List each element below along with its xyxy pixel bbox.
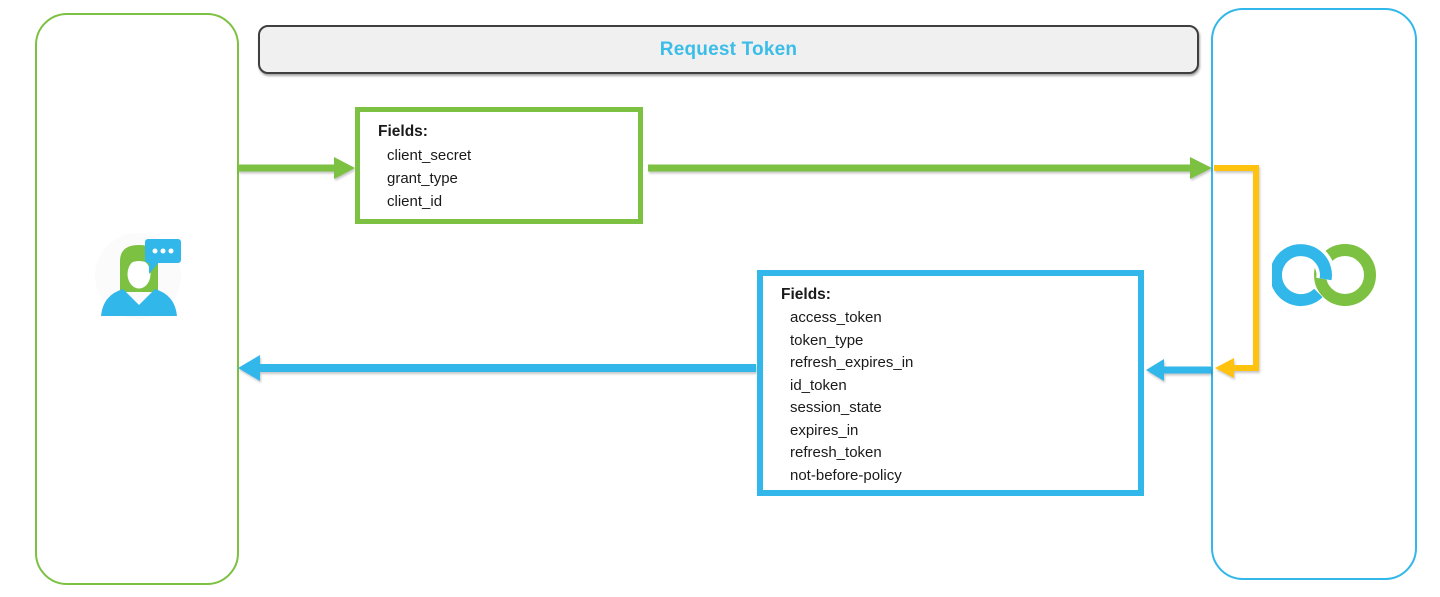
field-item: client_secret bbox=[387, 147, 472, 164]
request-arrowhead-2 bbox=[1190, 157, 1212, 179]
field-item: grant_type bbox=[387, 170, 458, 187]
response-arrowhead-2 bbox=[238, 355, 260, 381]
speech-dot-1 bbox=[152, 248, 158, 254]
diagram-title: Request Token bbox=[659, 38, 798, 60]
user-with-speech-bubble-icon bbox=[95, 233, 181, 319]
speech-dot-2 bbox=[160, 248, 166, 254]
request-fields-heading: Fields: bbox=[378, 123, 428, 140]
title-banner: Request Token bbox=[258, 25, 1199, 74]
speech-bubble-tail bbox=[149, 261, 160, 274]
request-fields-list: client_secret grant_type client_id bbox=[378, 144, 632, 213]
speech-dot-3 bbox=[168, 248, 174, 254]
request-arrowhead-1 bbox=[334, 157, 355, 179]
processing-loop-arrowhead bbox=[1215, 358, 1234, 378]
field-item: client_id bbox=[387, 193, 443, 210]
field-item: expires_in bbox=[790, 421, 859, 439]
blue-ring bbox=[1272, 244, 1332, 307]
response-fields-heading: Fields: bbox=[781, 286, 831, 303]
response-fields-box: Fields: access_token token_type refresh_ex… bbox=[757, 270, 1144, 496]
field-item: session_state bbox=[790, 399, 882, 416]
field-item: token_type bbox=[790, 331, 864, 349]
field-item: refresh_token bbox=[790, 444, 882, 461]
field-item: not-before-policy bbox=[790, 466, 902, 484]
interlocked-rings-icon bbox=[1272, 240, 1376, 310]
field-item: id_token bbox=[790, 376, 847, 394]
shoulders-shape bbox=[101, 289, 177, 316]
response-arrowhead-1 bbox=[1146, 359, 1164, 381]
processing-loop-line bbox=[1214, 165, 1259, 371]
response-fields-list: access_token token_type refresh_expires_in… bbox=[781, 307, 1132, 487]
face-shape bbox=[127, 259, 151, 289]
field-item: refresh_expires_in bbox=[790, 354, 914, 371]
field-item: access_token bbox=[790, 309, 882, 326]
request-fields-box: Fields: client_secret grant_type client_id bbox=[355, 107, 643, 224]
bangs-shape bbox=[128, 256, 150, 264]
